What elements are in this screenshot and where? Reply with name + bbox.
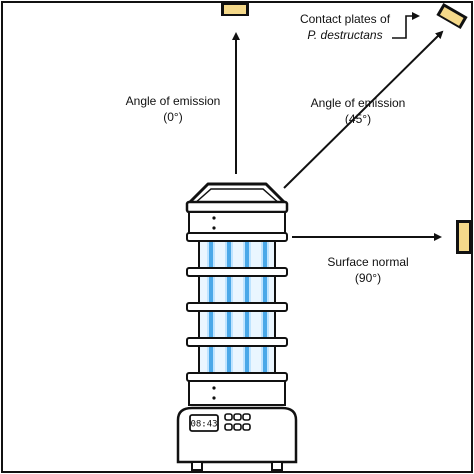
robot-control-buttons bbox=[224, 413, 251, 431]
robot-handle bbox=[186, 182, 288, 206]
robot-timer-display bbox=[189, 414, 219, 432]
label-angle-45-title: Angle of emission bbox=[311, 96, 406, 110]
label-species-name: P. destructans bbox=[307, 28, 382, 42]
robot-upper-collar bbox=[188, 211, 286, 235]
contact-plate-right bbox=[456, 220, 472, 254]
robot-top-cap bbox=[185, 200, 289, 214]
label-angle-0-title: Angle of emission bbox=[126, 94, 221, 108]
label-surface-normal-value: (90°) bbox=[355, 271, 381, 285]
robot-handle-inner bbox=[193, 188, 281, 205]
timer-display-value: 08:43 bbox=[190, 420, 217, 430]
emission-arrow-45deg bbox=[283, 30, 444, 189]
label-angle-45-value: (45°) bbox=[345, 112, 371, 126]
label-angle-0-value: (0°) bbox=[163, 110, 182, 124]
plates-leader-arrow bbox=[392, 12, 420, 39]
uv-disinfection-robot: 08:43 bbox=[176, 182, 298, 471]
label-surface-normal-title: Surface normal bbox=[327, 255, 408, 269]
contact-plate-top bbox=[221, 2, 249, 16]
lamp-guard-rings bbox=[186, 232, 288, 382]
contact-plate-corner bbox=[436, 2, 468, 30]
robot-lower-collar bbox=[188, 380, 286, 406]
label-contact-plates: Contact plates of bbox=[300, 12, 391, 26]
